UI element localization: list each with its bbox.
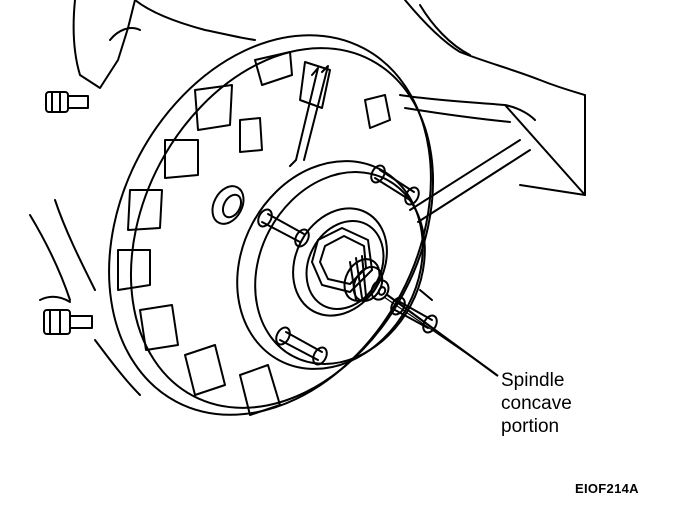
hub-nut-assembly <box>292 207 390 317</box>
hub-flange <box>211 160 426 370</box>
callout-line-2: concave <box>501 393 572 414</box>
spindle-callout-label: Spindle concave portion <box>501 369 572 438</box>
brake-rotor <box>108 34 435 416</box>
knuckle-lower-outline <box>29 199 141 396</box>
callout-line-3: portion <box>501 416 560 437</box>
rotor-cooling-vents <box>117 51 391 416</box>
figure-code: EIOF214A <box>575 481 639 496</box>
upper-left-bolt <box>45 91 89 113</box>
wheel-studs <box>257 164 438 366</box>
callout-line-1: Spindle <box>501 370 565 391</box>
knuckle-upper-outline <box>72 0 586 223</box>
callout-leader-line <box>383 293 499 377</box>
lower-left-bolt <box>39 295 93 335</box>
